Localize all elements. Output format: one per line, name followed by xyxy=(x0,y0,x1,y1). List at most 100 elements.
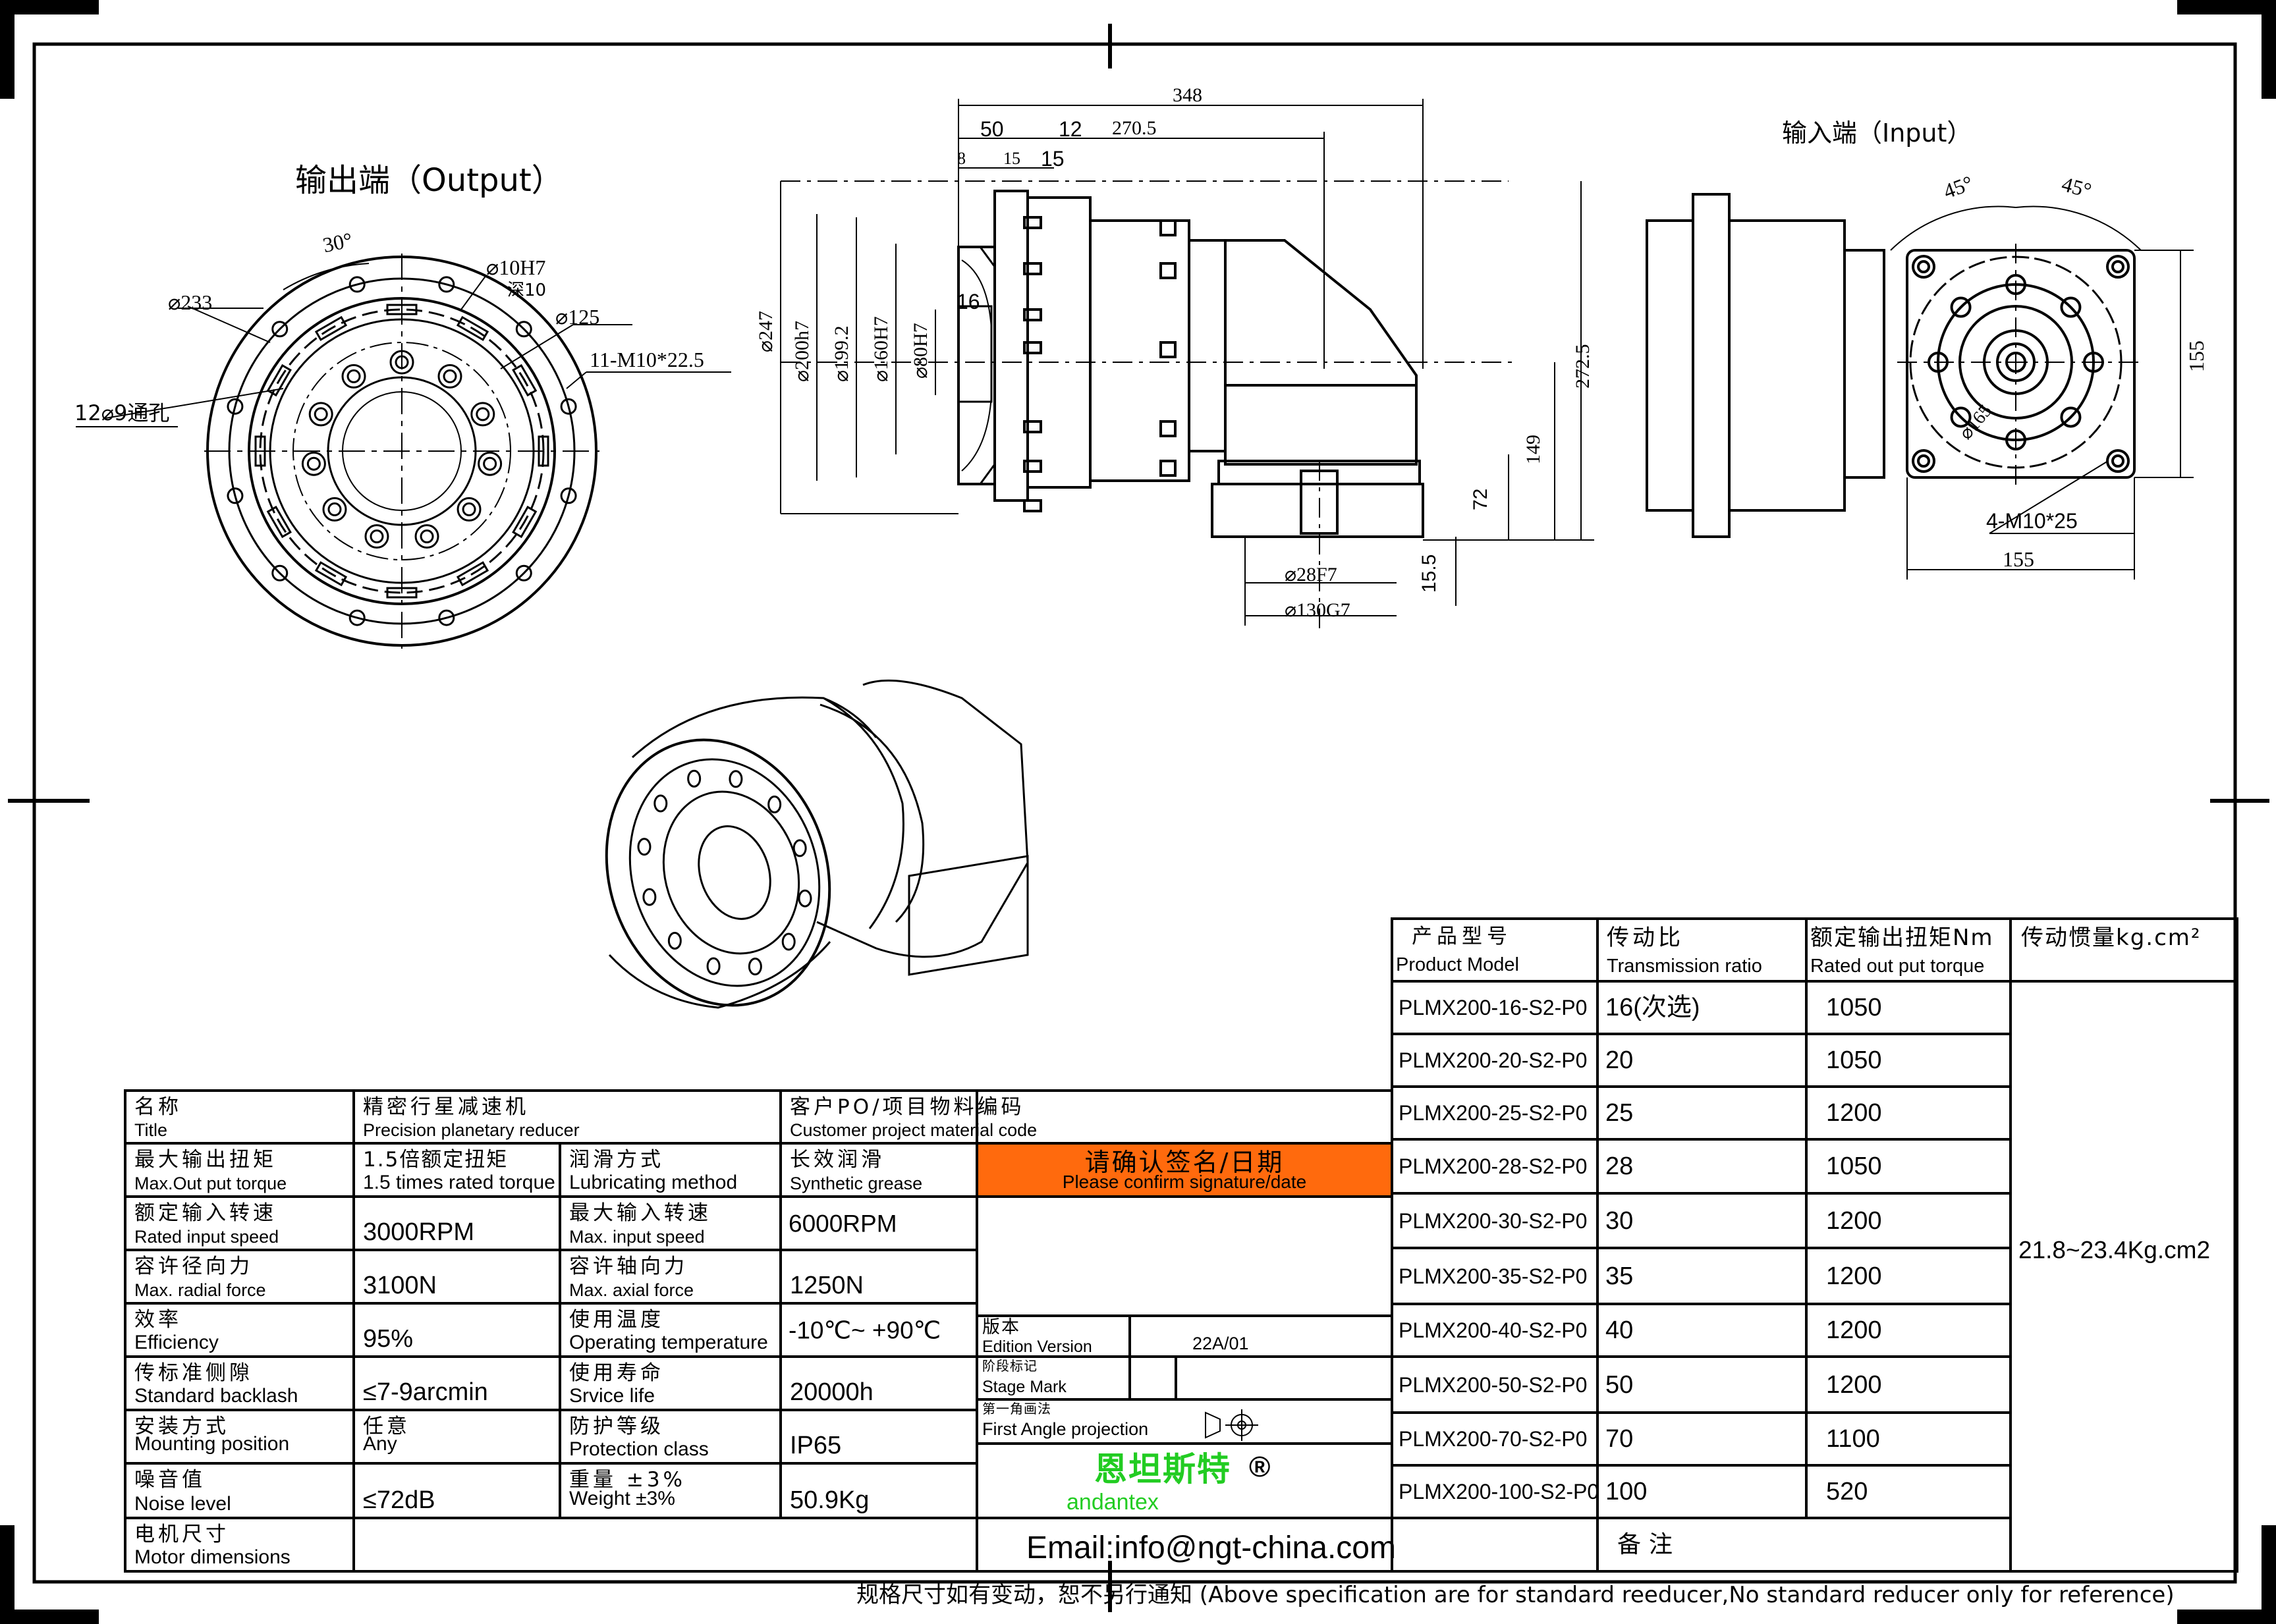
model-name: PLMX200-28-S2-P0 xyxy=(1392,1139,1597,1193)
through-hole xyxy=(271,564,289,582)
threaded-hole-core xyxy=(476,407,490,421)
model-ratio: 40 xyxy=(1597,1304,1806,1357)
relief-slot xyxy=(386,304,418,315)
spec-protection-label: 防护等级 Protection class xyxy=(569,1415,709,1460)
spec-lubrication-label: 润滑方式 Lubricating method xyxy=(569,1148,738,1193)
threaded-hole xyxy=(308,402,333,427)
model-name-text: PLMX200-20-S2-P0 xyxy=(1399,1048,1588,1072)
isometric-view xyxy=(605,679,1029,1009)
brand-logo: 恩坦斯特 ® andantex xyxy=(1067,1450,1271,1515)
threaded-hole xyxy=(364,524,389,549)
dim-side-d80: ⌀80H7 xyxy=(910,323,931,379)
input-view xyxy=(1646,193,2194,580)
model-name-text: PLMX200-35-S2-P0 xyxy=(1399,1264,1588,1288)
mount-hole-core xyxy=(1917,454,1930,468)
spec-weight-value: 50.9Kg xyxy=(790,1486,870,1514)
model-torque-text: 1050 xyxy=(1826,994,1882,1021)
iso-hole xyxy=(687,769,702,788)
iso-hole xyxy=(642,888,657,906)
dim-output-d233: ⌀233 xyxy=(168,290,213,314)
mount-hole-core xyxy=(2111,454,2124,468)
relief-slot xyxy=(456,561,489,587)
model-ratio: 70 xyxy=(1597,1413,1806,1465)
bolt-head xyxy=(1023,216,1042,229)
models-header-ratio: 传动比 Transmission ratio xyxy=(1607,925,1762,977)
model-ratio-text: 40 xyxy=(1605,1316,1634,1344)
dim-output-depth: 深10 xyxy=(507,281,547,300)
edition-value: 22A/01 xyxy=(1192,1334,1249,1353)
dim-side-d199: ⌀199.2 xyxy=(831,325,852,382)
model-ratio-text: 70 xyxy=(1605,1425,1634,1453)
spec-protection-value: IP65 xyxy=(790,1432,842,1459)
models-header-torque: 额定输出扭矩Nm Rated out put torque xyxy=(1810,925,1994,977)
dim-input-155-h: 155 xyxy=(2003,547,2034,571)
bolt-head xyxy=(1159,420,1177,437)
iso-hole xyxy=(706,957,721,975)
spec-efficiency-value: 95% xyxy=(363,1325,414,1353)
contact-email[interactable]: Email:info@ngt-china.com xyxy=(1026,1530,1396,1565)
spec-rated-speed-label: 额定输入转速 Rated input speed xyxy=(134,1201,279,1247)
confirm-signature-banner: 请确认签名/日期 Please confirm signature/date xyxy=(978,1145,1391,1195)
relief-slot xyxy=(254,435,266,467)
threaded-hole xyxy=(389,350,414,375)
iso-hole xyxy=(653,794,668,813)
model-ratio: 100 xyxy=(1597,1465,1806,1518)
bolt-head xyxy=(1023,262,1042,275)
model-name: PLMX200-50-S2-P0 xyxy=(1392,1357,1597,1413)
spec-radial-value: 3100N xyxy=(363,1272,437,1299)
dim-side-272: 272.5 xyxy=(1572,344,1594,389)
model-torque: 1200 xyxy=(1806,1248,2011,1304)
dim-side-72: 72 xyxy=(1470,488,1491,510)
side-view xyxy=(780,99,1594,632)
model-ratio: 16(次选) xyxy=(1597,981,1806,1034)
flange-hole xyxy=(2060,406,2082,428)
bolt-head xyxy=(1159,262,1177,279)
model-ratio: 25 xyxy=(1597,1087,1806,1139)
model-torque-text: 1200 xyxy=(1826,1262,1882,1290)
model-ratio-text: 28 xyxy=(1605,1152,1634,1180)
model-name: PLMX200-40-S2-P0 xyxy=(1392,1304,1597,1357)
model-name-text: PLMX200-40-S2-P0 xyxy=(1399,1318,1588,1342)
dim-side-d28: ⌀28F7 xyxy=(1285,564,1337,585)
spec-life-value: 20000h xyxy=(790,1378,874,1406)
relief-slot xyxy=(512,364,538,397)
threaded-hole-core xyxy=(462,502,476,516)
threaded-hole xyxy=(341,364,366,389)
dim-output-angle: 30° xyxy=(320,227,355,257)
spec-rated-speed-value: 3000RPM xyxy=(363,1218,474,1246)
spec-table-grid xyxy=(124,917,2238,1573)
dim-side-12: 12 xyxy=(1059,117,1082,141)
iso-hole xyxy=(637,838,652,856)
mount-hole xyxy=(2106,255,2130,279)
dim-side-270: 270.5 xyxy=(1112,117,1157,139)
iso-hole xyxy=(748,958,762,976)
threaded-hole xyxy=(457,497,482,522)
iso-hole xyxy=(781,933,796,951)
iso-hole xyxy=(729,770,743,788)
relief-slot xyxy=(266,364,292,397)
model-ratio-text: 35 xyxy=(1605,1262,1634,1290)
dim-output-holes: 12⌀9通孔 xyxy=(74,400,170,425)
through-hole xyxy=(515,564,532,582)
models-inertia-value: 21.8~23.4Kg.cm2 xyxy=(2018,1236,2211,1263)
dim-side-d160: ⌀160H7 xyxy=(870,316,892,382)
dim-side-15a: 15 xyxy=(1003,149,1020,168)
bolt-head xyxy=(1159,341,1177,358)
through-hole xyxy=(560,398,577,415)
through-hole xyxy=(348,609,366,626)
spec-max-torque-label: 最大输出扭矩 Max.Out put torque xyxy=(134,1148,287,1193)
model-name-text: PLMX200-25-S2-P0 xyxy=(1399,1101,1588,1125)
output-view-title: 输出端（Output） xyxy=(295,162,563,199)
flange-hole xyxy=(1950,296,1972,318)
models-header-inertia: 传动惯量kg.cm² xyxy=(2021,925,2202,951)
spec-temperature-label: 使用温度 Operating temperature xyxy=(569,1308,768,1353)
dim-side-149: 149 xyxy=(1522,435,1544,464)
model-torque: 1100 xyxy=(1806,1413,2011,1465)
threaded-hole xyxy=(437,364,462,389)
model-ratio-text: 30 xyxy=(1605,1206,1634,1235)
model-torque-text: 1050 xyxy=(1826,1152,1882,1180)
spec-axial-value: 1250N xyxy=(790,1272,864,1299)
model-torque: 1200 xyxy=(1806,1357,2011,1413)
